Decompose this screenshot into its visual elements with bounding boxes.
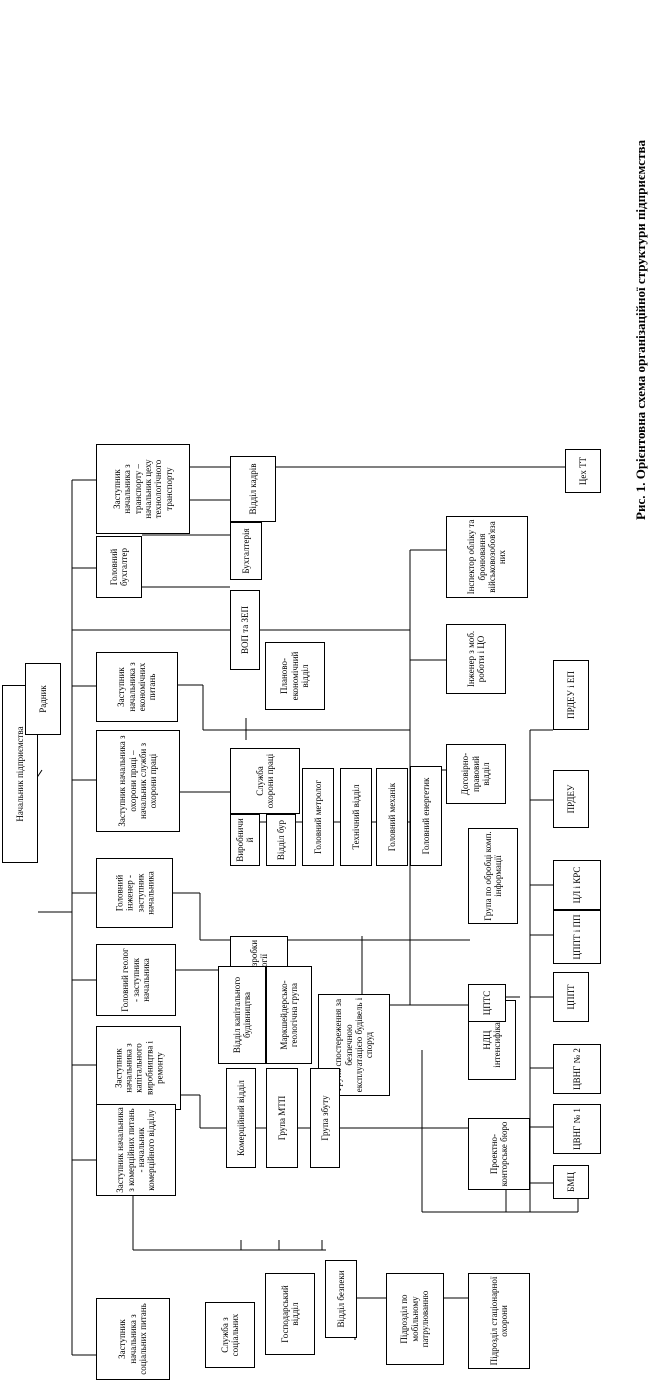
box-deputy-commercial: Заступник начальника з комерційних питан…	[96, 1104, 176, 1196]
box-mobile-patrol: Підрозділ по мобільному патрулюванню	[386, 1273, 444, 1365]
box-survey-geology: Маркшейдерсько-геологічна група	[266, 966, 312, 1064]
box-cpts: ЦПТС	[468, 984, 506, 1022]
box-chief-accountant: Головний бухгалтер	[96, 536, 142, 598]
box-social-service: Служба з соціальних	[205, 1302, 255, 1368]
box-chief-engineer: Головний інженер - заступник начальника	[96, 858, 173, 928]
box-drilling-dept: Відділ бур	[266, 814, 296, 866]
box-chief-energy: Головний енергетик	[410, 766, 442, 866]
box-household-dept: Господарський відділ	[265, 1273, 315, 1355]
box-hr: Відділ кадрів	[230, 456, 276, 522]
box-legal-dept: Договірно-правовий відділ	[446, 744, 506, 804]
box-tt-shop: Цех ТТ	[565, 449, 601, 493]
box-deputy-labor: Заступник начальника з охорони праці – н…	[96, 730, 180, 832]
box-accounting: Бухгалтерія	[230, 522, 262, 580]
box-chief-metrologist: Головний метролог	[302, 768, 334, 866]
box-deputy-transport: Заступник начальника з транспорту – нача…	[96, 444, 190, 534]
box-info-processing: Група по обробці комп. інформації	[468, 828, 518, 924]
figure-caption: Рис. 1. Орієнтовна схема організаційної …	[632, 140, 648, 520]
box-chief-geologist: Головний геолог - заступник начальника	[96, 944, 176, 1016]
box-mob-engineer: Інженер з моб. роботи і ЦО	[446, 624, 506, 694]
box-mtp-group: Група МТП	[266, 1068, 298, 1168]
box-cvng-1: ЦВНГ № 1	[553, 1104, 601, 1154]
box-deputy-capital: Заступник начальника з капітального виро…	[96, 1026, 181, 1110]
box-commercial-dept: Комерційний відділ	[226, 1068, 256, 1168]
box-bmc: БМЦ	[553, 1165, 589, 1199]
box-capital-construction: Відділ капітального будівництва	[218, 966, 266, 1064]
box-labor-service: Служба охорони праці	[230, 748, 300, 814]
box-advisor: Радник	[25, 663, 61, 735]
box-chief-mechanic: Головний механік	[376, 768, 408, 866]
box-deputy-social: Заступник начальника з соціальних питань	[96, 1298, 170, 1380]
box-sales-group: Група збуту	[310, 1068, 340, 1168]
box-cvng-2: ЦВНГ № 2	[553, 1044, 601, 1094]
box-deputy-economic: Заступник начальника з економічних питан…	[96, 652, 178, 722]
box-military-registration: Інспектор обліку та бронювання військово…	[446, 516, 528, 598]
box-cppt-pp: ЦППТ і ПП	[553, 910, 601, 964]
box-planning-economic: Планово-економічний відділ	[265, 642, 325, 710]
box-security-dept: Відділ безпеки	[325, 1260, 357, 1338]
box-stationary-guard: Підрозділ стаціонарної охорони	[468, 1273, 530, 1369]
box-production: Виробничий	[230, 814, 260, 866]
box-vop-zep: ВОП та ЗЕП	[230, 590, 260, 670]
box-cl-krs: ЦЛ і КРС	[553, 860, 601, 910]
box-prdeu-ep: ПРДЕУ і ЕП	[553, 660, 589, 730]
box-prdeu: ПРДЕУ	[553, 770, 589, 828]
box-design-bureau: Проектно-конторське бюро	[468, 1118, 530, 1190]
box-technical-dept: Технічний відділ	[340, 768, 372, 866]
box-cppt: ЦППТ	[553, 972, 589, 1022]
